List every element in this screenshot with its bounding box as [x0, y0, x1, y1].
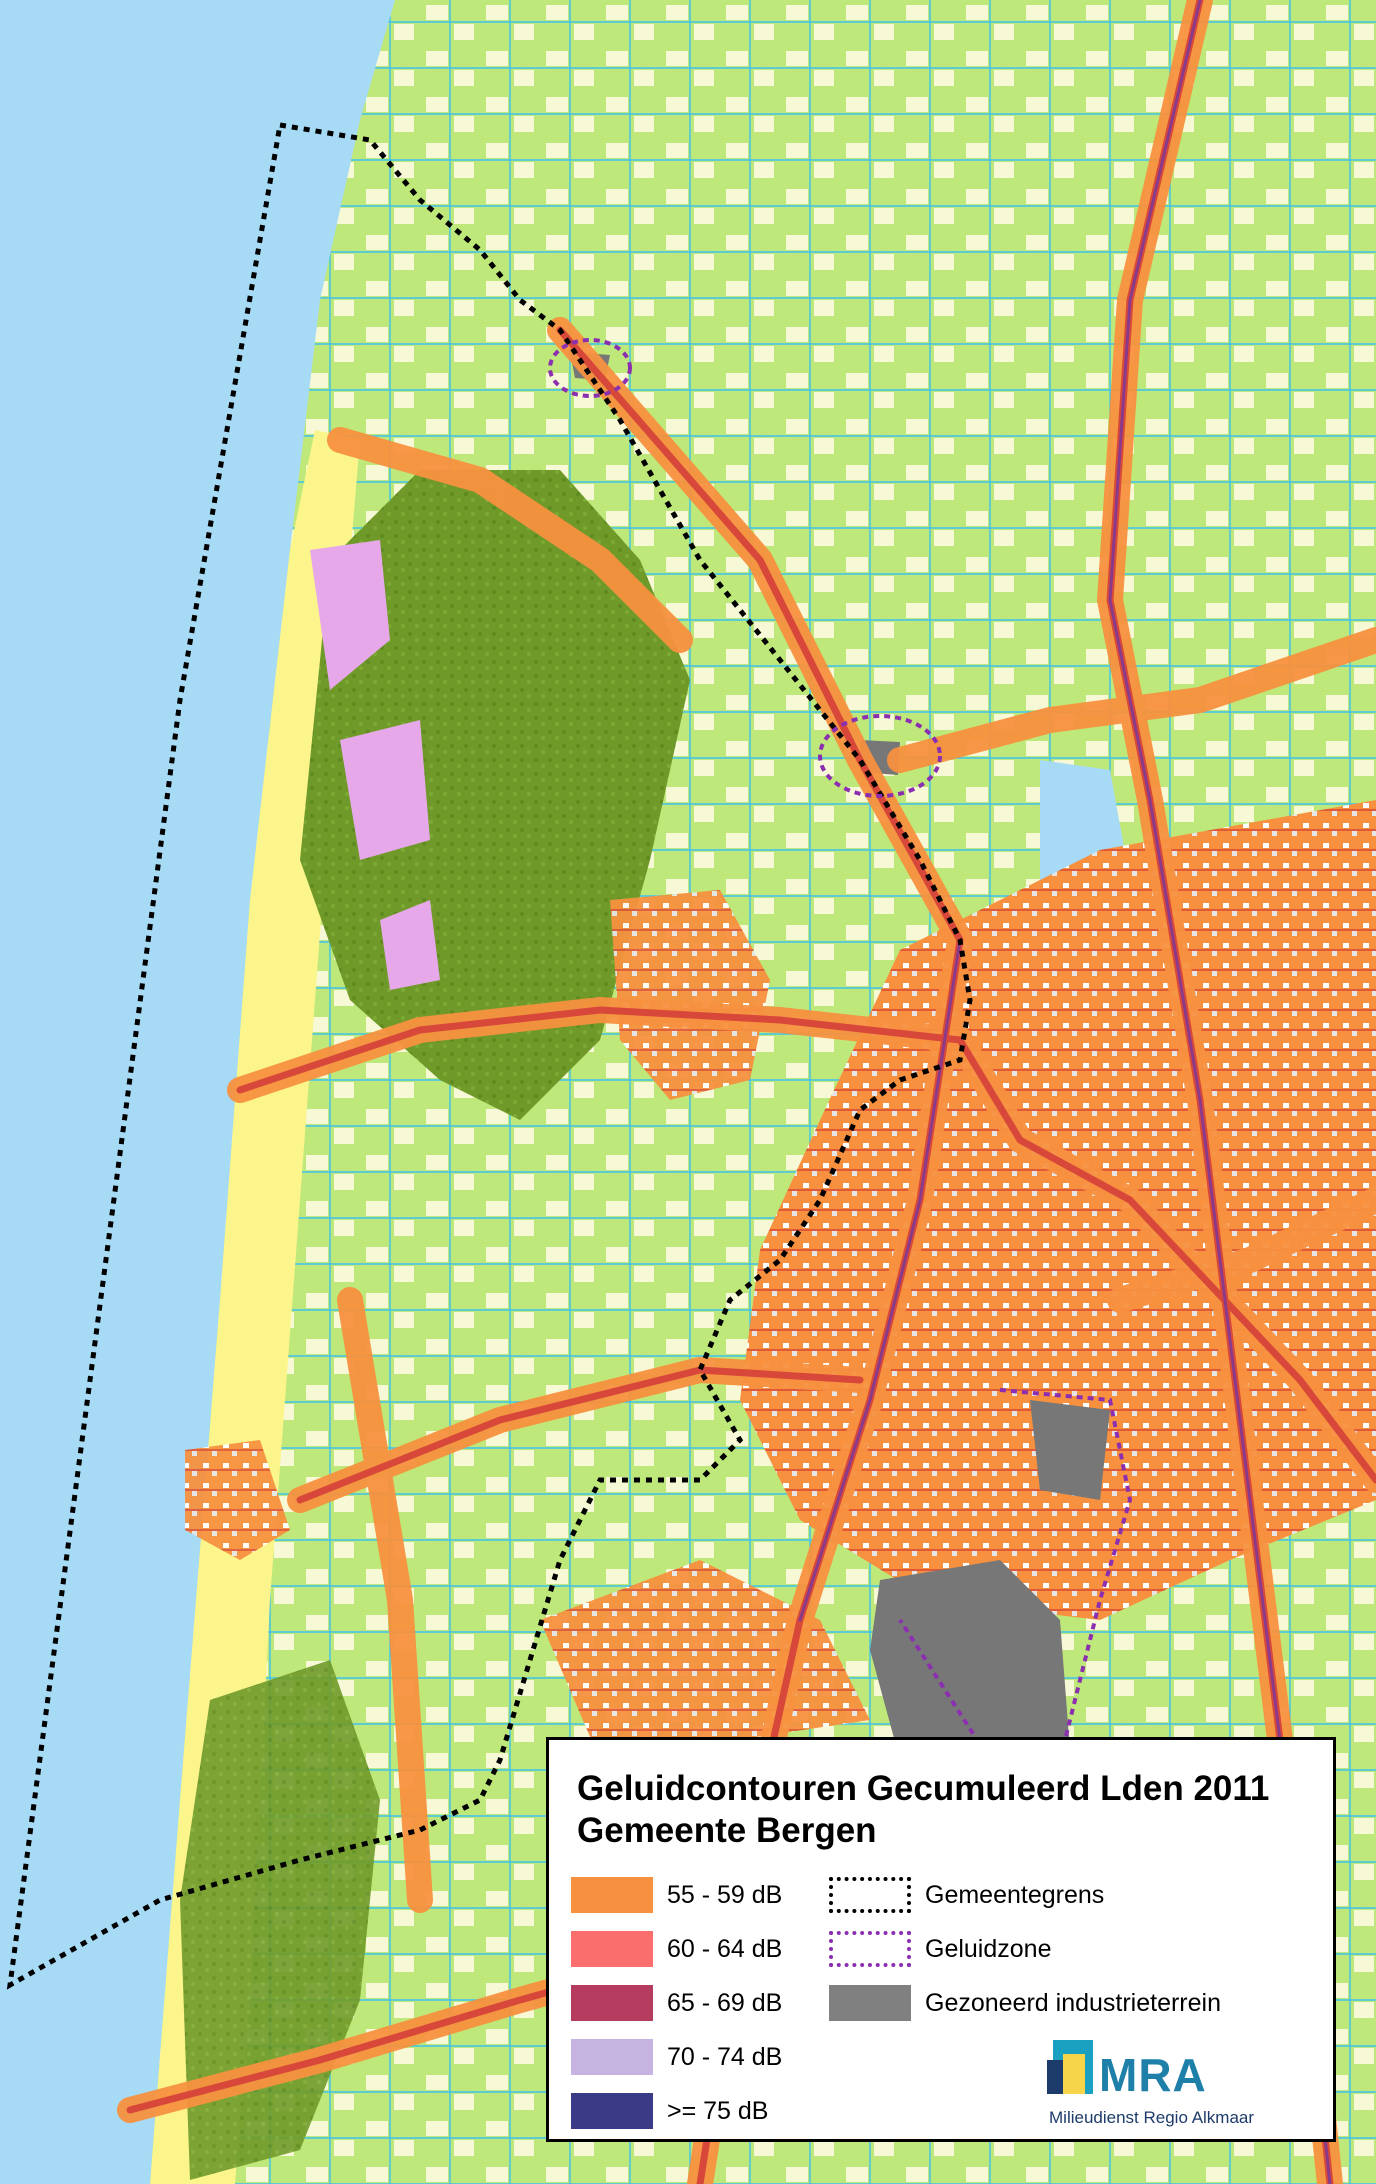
legend-label: Gemeentegrens: [925, 1880, 1105, 1909]
legend-label: >= 75 dB: [667, 2096, 769, 2125]
legend-item-65-69: 65 - 69 dB: [571, 1985, 782, 2021]
swatch-75-plus: [571, 2093, 653, 2129]
mra-logo-icon: [1047, 2040, 1093, 2094]
logo-yellow-block: [1063, 2054, 1085, 2094]
urban-area-bergen: [610, 890, 770, 1100]
swatch-geluidzone: [829, 1931, 911, 1967]
legend-label: Gezoneerd industrieterrein: [925, 1988, 1221, 2017]
swatch-55-59: [571, 1877, 653, 1913]
logo-brand: MRA: [1099, 2049, 1207, 2101]
legend-item-geluidzone: Geluidzone: [829, 1931, 1051, 1967]
legend-label: 65 - 69 dB: [667, 1988, 783, 2017]
urban-area-egmond: [185, 1440, 290, 1560]
industrial-area: [870, 1560, 1070, 1760]
municipal-boundary: [6, 122, 973, 1990]
legend-item-60-64: 60 - 64 dB: [571, 1931, 782, 1967]
legend-item-75-plus: >= 75 dB: [571, 2093, 768, 2129]
swatch-industrieterrein: [829, 1985, 911, 2021]
legend-item-gemeentegrens: Gemeentegrens: [829, 1877, 1104, 1913]
legend-item-industrieterrein: Gezoneerd industrieterrein: [829, 1985, 1221, 2021]
urban-area-alkmaar: [740, 800, 1376, 1620]
legend-title: Geluidcontouren Gecumuleerd Lden 2011: [577, 1769, 1270, 1808]
legend-item-55-59: 55 - 59 dB: [571, 1877, 782, 1913]
swatch-60-64: [571, 1931, 653, 1967]
legend: Geluidcontouren Gecumuleerd Lden 2011 Ge…: [546, 1737, 1336, 2142]
legend-label: 70 - 74 dB: [667, 2042, 783, 2071]
swatch-65-69: [571, 1985, 653, 2021]
legend-label: 55 - 59 dB: [667, 1880, 783, 1909]
swatch-gemeentegrens: [829, 1877, 911, 1913]
logo-subtitle: Milieudienst Regio Alkmaar: [1049, 2108, 1255, 2127]
legend-label: Geluidzone: [925, 1934, 1052, 1963]
swatch-70-74: [571, 2039, 653, 2075]
legend-label: 60 - 64 dB: [667, 1934, 783, 1963]
legend-item-70-74: 70 - 74 dB: [571, 2039, 782, 2075]
legend-subtitle: Gemeente Bergen: [577, 1811, 877, 1850]
heath: [310, 540, 440, 990]
mra-logo: MRA Milieudienst Regio Alkmaar: [1047, 2040, 1317, 2130]
